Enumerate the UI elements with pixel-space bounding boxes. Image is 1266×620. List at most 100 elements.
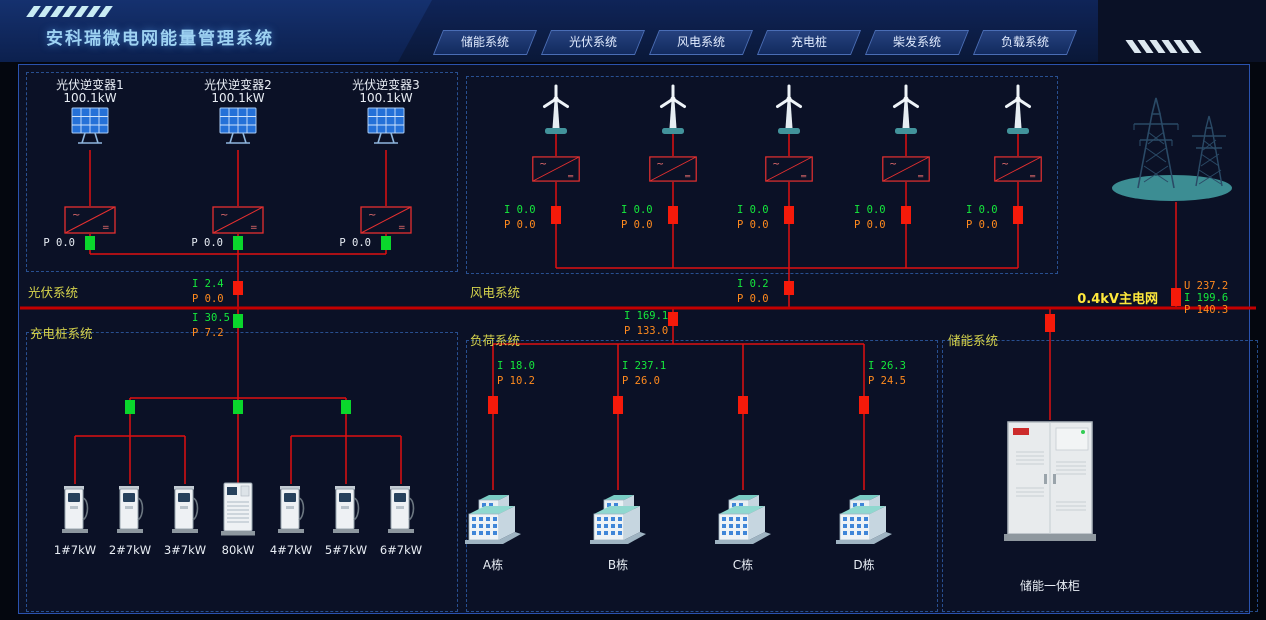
tab-load[interactable]: 负载系统	[972, 30, 1078, 55]
pv-inverter2-name: 光伏逆变器2	[204, 78, 272, 92]
wind-inverter-icon	[880, 156, 932, 182]
charger-ac-icon	[385, 482, 417, 536]
pv-total-current: I 2.4	[192, 278, 224, 290]
charger-ac-icon	[169, 482, 201, 536]
building-b-current: I 237.1	[622, 360, 667, 372]
storage-cabinet-icon	[998, 418, 1102, 546]
storage-section-label: 储能系统	[948, 333, 999, 348]
pv3-power-readout: P 0.0	[339, 237, 371, 249]
wind-inverter-icon	[647, 156, 699, 182]
wt1-breaker-node	[551, 206, 561, 224]
storage-section-box	[942, 340, 1258, 612]
charger4-label: 80kW	[221, 543, 255, 557]
wind-feeder-node	[784, 281, 794, 295]
charger1-label: 1#7kW	[53, 543, 97, 557]
pv-inverter3-capacity: 100.1kW	[359, 91, 413, 105]
charging-right-switch-node	[341, 400, 351, 414]
grid-voltage: U 237.2	[1184, 280, 1229, 292]
load-total-current: I 169.1	[624, 310, 669, 322]
building-d-power: P 24.5	[868, 375, 906, 387]
charger3-label: 3#7kW	[163, 543, 207, 557]
pv-feeder-node	[233, 281, 243, 295]
pv-inverter3-name: 光伏逆变器3	[352, 78, 420, 92]
tab-diesel[interactable]: 柴发系统	[864, 30, 970, 55]
wt4-power: P 0.0	[854, 219, 886, 231]
tab-wind[interactable]: 风电系统	[648, 30, 754, 55]
charging-total-current: I 30.5	[192, 312, 230, 324]
charger-ac-icon	[59, 482, 91, 536]
wind-turbine-icon	[643, 84, 703, 136]
wt1-power: P 0.0	[504, 219, 536, 231]
building-d-breaker-node	[859, 396, 869, 414]
wt3-breaker-node	[784, 206, 794, 224]
header-stripes-right-icon	[1125, 40, 1202, 53]
tab-pv[interactable]: 光伏系统	[540, 30, 646, 55]
storage-feeder-node	[1045, 314, 1055, 332]
tab-storage-label: 储能系统	[460, 35, 509, 49]
pv-section-box	[26, 72, 458, 272]
pv3-breaker-node	[381, 236, 391, 250]
building-d-current: I 26.3	[868, 360, 906, 372]
charger2-label: 2#7kW	[108, 543, 152, 557]
pv-inverter1-name: 光伏逆变器1	[56, 78, 124, 92]
transmission-towers-icon	[1100, 86, 1250, 206]
wt2-current: I 0.0	[621, 204, 653, 216]
wt2-power: P 0.0	[621, 219, 653, 231]
tab-charging[interactable]: 充电桩	[756, 30, 862, 55]
building-a-label: A栋	[482, 558, 504, 572]
pv-inverter1-capacity: 100.1kW	[63, 91, 117, 105]
pv1-breaker-node	[85, 236, 95, 250]
nav-tabs: 储能系统 光伏系统 风电系统 充电桩 柴发系统 负载系统	[432, 30, 1078, 55]
pv2-power-readout: P 0.0	[191, 237, 223, 249]
charger-dc-icon	[219, 480, 257, 538]
tab-load-label: 负载系统	[1000, 35, 1049, 49]
wt5-current: I 0.0	[966, 204, 998, 216]
tab-charging-label: 充电桩	[790, 35, 827, 49]
pv-inverter-icon	[64, 206, 116, 234]
grid-feeder-node	[1171, 288, 1181, 306]
load-total-power: P 133.0	[624, 325, 669, 337]
tab-storage[interactable]: 储能系统	[432, 30, 538, 55]
charging-mid-switch-node	[233, 400, 243, 414]
grid-power: P 140.3	[1184, 304, 1229, 316]
charger-ac-icon	[275, 482, 307, 536]
solar-panel-icon	[365, 106, 407, 148]
wt2-breaker-node	[668, 206, 678, 224]
load-feeder-node	[668, 312, 678, 326]
tab-diesel-label: 柴发系统	[892, 35, 941, 49]
building-a-breaker-node	[488, 396, 498, 414]
charger7-label: 6#7kW	[379, 543, 423, 557]
wind-inverter-icon	[530, 156, 582, 182]
wind-turbine-icon	[988, 84, 1048, 136]
load-section-box	[466, 340, 938, 612]
wind-inverter-icon	[763, 156, 815, 182]
building-icon	[826, 486, 902, 546]
wind-turbine-icon	[759, 84, 819, 136]
charging-section-label: 充电桩系统	[30, 326, 93, 341]
wind-turbine-icon	[526, 84, 586, 136]
pv-inverter-icon	[212, 206, 264, 234]
solar-panel-icon	[69, 106, 111, 148]
charger5-label: 4#7kW	[269, 543, 313, 557]
charger6-label: 5#7kW	[324, 543, 368, 557]
wind-section-box	[466, 76, 1058, 274]
wind-total-power: P 0.0	[737, 293, 769, 305]
building-icon	[580, 486, 656, 546]
wind-inverter-icon	[992, 156, 1044, 182]
grid-current: I 199.6	[1184, 292, 1229, 304]
wt5-power: P 0.0	[966, 219, 998, 231]
charging-section-box	[26, 332, 458, 612]
header: 安科瑞微电网能量管理系统 储能系统 光伏系统 风电系统 充电桩 柴发系统 负载系…	[0, 0, 1266, 62]
building-icon	[455, 486, 531, 546]
charging-feeder-node	[233, 314, 243, 328]
storage-cabinet-label: 储能一体柜	[1019, 579, 1080, 593]
building-a-current: I 18.0	[497, 360, 535, 372]
charger-ac-icon	[114, 482, 146, 536]
header-stripes-left-icon	[26, 6, 113, 17]
charger-ac-icon	[330, 482, 362, 536]
tab-wind-label: 风电系统	[676, 35, 725, 49]
app-title: 安科瑞微电网能量管理系统	[46, 29, 274, 49]
wt4-breaker-node	[901, 206, 911, 224]
building-b-breaker-node	[613, 396, 623, 414]
wt5-breaker-node	[1013, 206, 1023, 224]
